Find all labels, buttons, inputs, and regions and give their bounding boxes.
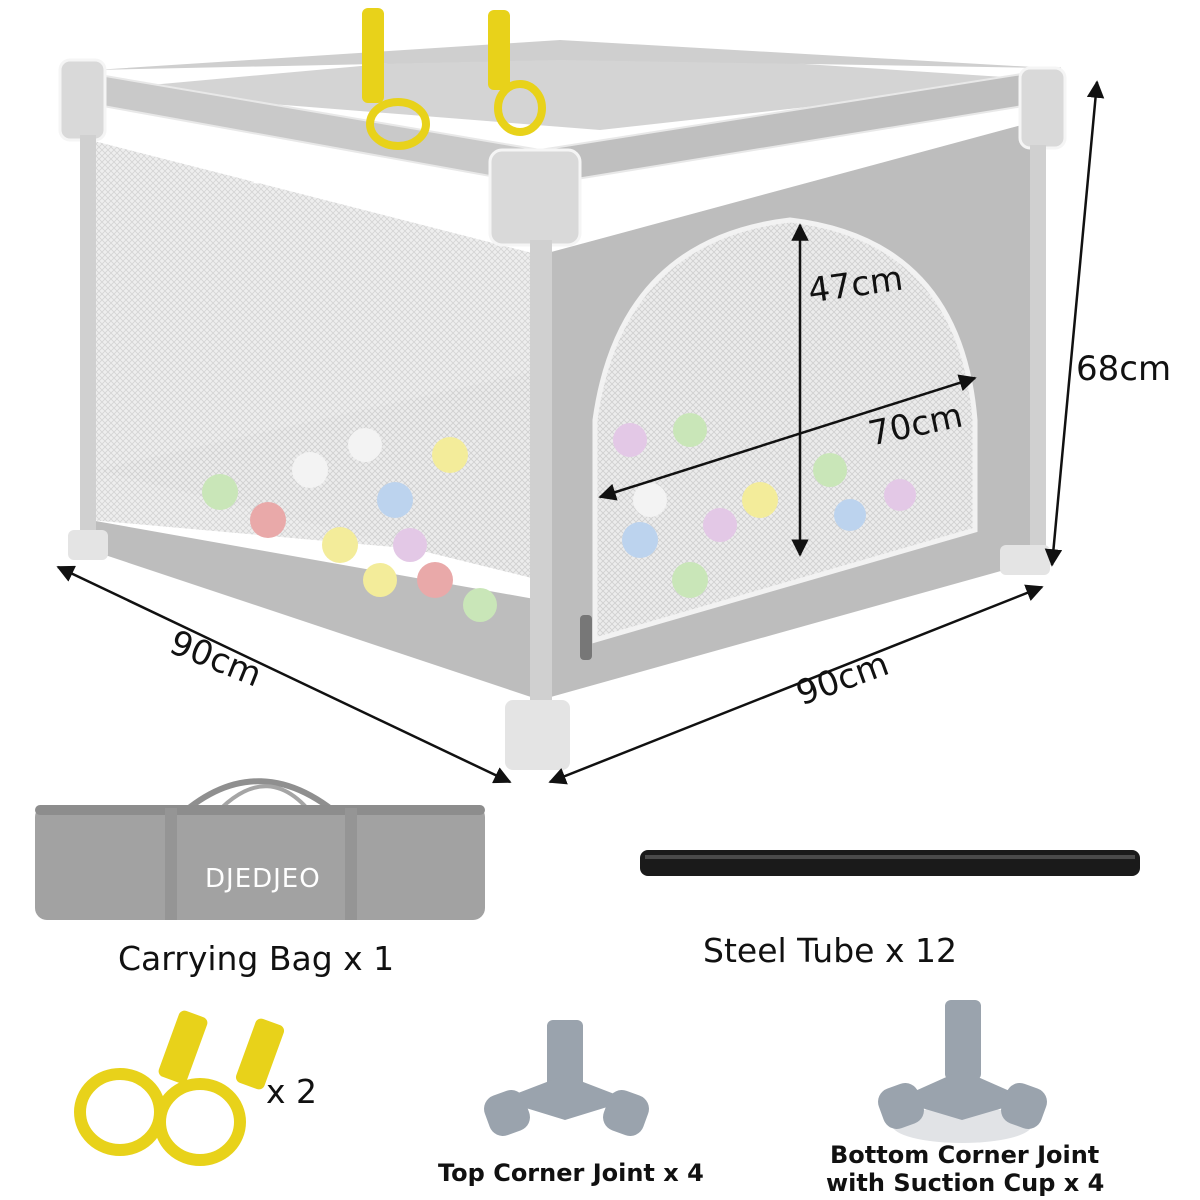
- ball: [348, 428, 382, 462]
- ball: [393, 528, 427, 562]
- ring-strap: [488, 10, 510, 90]
- ball: [417, 562, 453, 598]
- ring: [154, 1078, 246, 1166]
- ball: [834, 499, 866, 531]
- height-arrow: [1044, 80, 1105, 567]
- back-panel: [95, 48, 1050, 130]
- top-rail-back: [95, 40, 1050, 70]
- ball: [377, 482, 413, 518]
- ball: [613, 423, 647, 457]
- ring-accessories: [74, 1010, 285, 1166]
- ring-clip: [158, 1010, 208, 1084]
- ring: [366, 98, 430, 150]
- left-side-arrow: [56, 565, 512, 784]
- top-corner-joint: [484, 1020, 649, 1136]
- bag-top-seam: [35, 805, 485, 815]
- ball: [813, 453, 847, 487]
- ring-strap: [362, 8, 384, 103]
- steel-tube-label: Steel Tube x 12: [703, 931, 957, 970]
- suction-cup: [892, 1107, 1032, 1143]
- corner-cap: [488, 148, 582, 247]
- ball: [622, 522, 658, 558]
- ball: [463, 588, 497, 622]
- rings-count-label: x 2: [266, 1072, 318, 1111]
- bag-strap: [345, 808, 357, 920]
- ball: [633, 483, 667, 517]
- ball: [672, 562, 708, 598]
- door-width-arrow: [598, 374, 977, 501]
- steel-tube: [640, 850, 1140, 876]
- ball: [202, 474, 238, 510]
- bag-strap: [165, 808, 177, 920]
- steel-tube-highlight: [645, 855, 1135, 859]
- bottom-corner-joint: [878, 1000, 1047, 1143]
- zipper-pull: [580, 615, 592, 660]
- suction-foot: [505, 700, 570, 770]
- bag-body: [35, 805, 485, 920]
- corner-post: [1030, 145, 1046, 565]
- carrying-bag-label: Carrying Bag x 1: [118, 939, 395, 978]
- ring-clip: [235, 1018, 285, 1090]
- ball: [742, 482, 778, 518]
- ball: [432, 437, 468, 473]
- right-side-arrow: [548, 584, 1044, 785]
- ring: [74, 1068, 166, 1156]
- ball: [703, 508, 737, 542]
- bottom-joint-label-line1: Bottom Corner Joint: [830, 1141, 1100, 1169]
- left-mesh-panel: [90, 140, 540, 560]
- ball: [250, 502, 286, 538]
- dimension-arrows: [56, 80, 1105, 785]
- ball: [673, 413, 707, 447]
- corner-post: [530, 240, 552, 740]
- ring: [494, 80, 546, 136]
- ball: [292, 452, 328, 488]
- carrying-bag: [35, 778, 485, 920]
- suction-foot: [68, 530, 108, 560]
- corner-cap: [58, 58, 107, 142]
- brand-logo-bag: DJEDJEO: [205, 864, 321, 894]
- ball: [363, 563, 397, 597]
- bottom-joint-label-line2: with Suction Cup x 4: [826, 1169, 1105, 1197]
- hanging-rings: [362, 8, 546, 150]
- corner-cap: [1018, 66, 1067, 150]
- ball: [884, 479, 916, 511]
- top-joint-label: Top Corner Joint x 4: [438, 1159, 704, 1187]
- corner-post: [80, 135, 96, 535]
- ball: [322, 527, 358, 563]
- suction-foot: [1000, 545, 1050, 575]
- height-label: 68cm: [1076, 349, 1172, 389]
